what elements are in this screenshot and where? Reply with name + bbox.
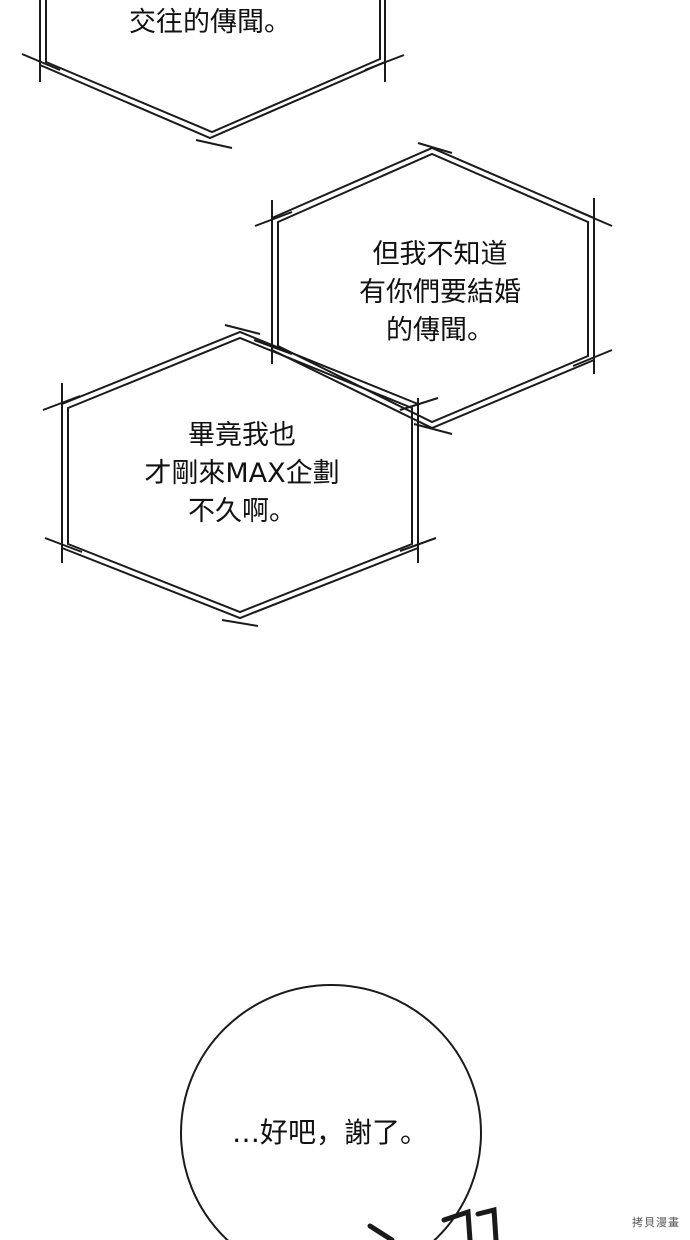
watermark: 拷貝漫畫	[632, 1216, 680, 1229]
sound-effect-strokes	[367, 1206, 499, 1240]
speech-line: 有你們要結婚	[359, 277, 521, 308]
speech-line: 但我不知道	[372, 239, 508, 270]
speech-bubble-2-text: 但我不知道 有你們要結婚 的傳聞。	[320, 236, 560, 350]
speech-bubble-1-outline	[21, 0, 405, 149]
speech-bubble-3-outline	[42, 324, 439, 627]
speech-bubble-1-text: 交往的傳聞。	[90, 4, 330, 42]
speech-bubble-4-outline	[180, 984, 482, 1240]
speech-line: 畢竟我也	[188, 420, 296, 451]
speech-line: 不久啊。	[188, 496, 296, 527]
speech-line: 才剛來MAX企劃	[144, 458, 340, 489]
speech-line: 的傳聞。	[386, 315, 494, 346]
speech-bubble-4-text: …好吧，謝了。	[180, 1114, 480, 1152]
speech-line: 交往的傳聞。	[129, 7, 291, 38]
speech-line: …好吧，謝了。	[231, 1116, 428, 1149]
speech-bubble-3-text: 畢竟我也 才剛來MAX企劃 不久啊。	[112, 417, 372, 531]
